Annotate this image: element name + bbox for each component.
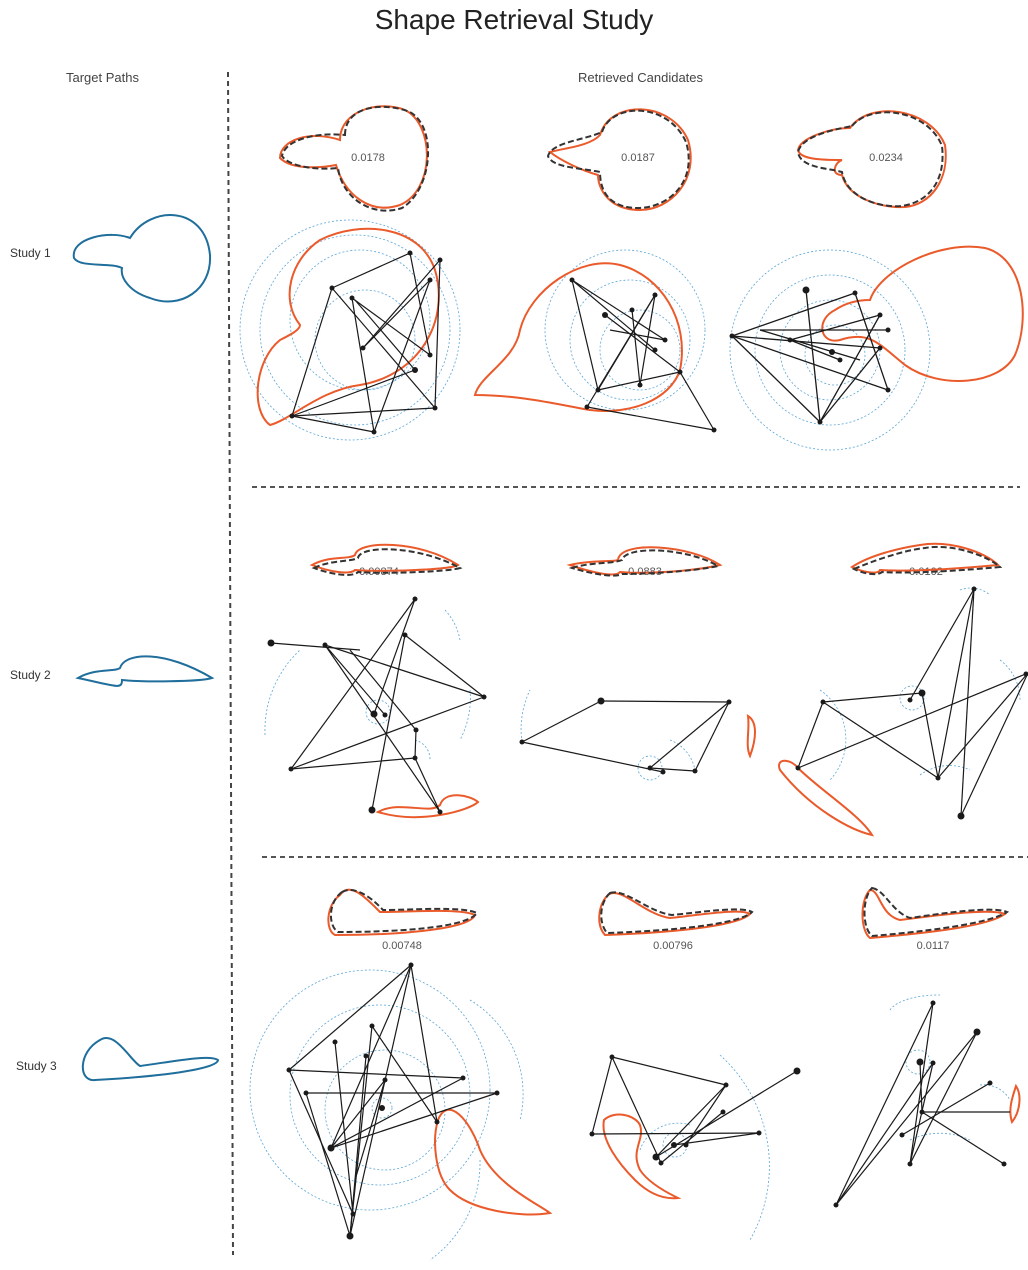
- score-s1-c2: 0.0187: [621, 152, 655, 164]
- target-path-study-1: [72, 214, 212, 303]
- s1-c1-linkage: [239, 219, 461, 441]
- s2-c3-thumbnail: [850, 542, 1003, 576]
- study-1-label: Study 1: [10, 246, 51, 260]
- page-title: Shape Retrieval Study: [374, 4, 654, 35]
- s3-c3-linkage: [833, 994, 1021, 1208]
- s3-c1-linkage: [249, 962, 553, 1261]
- s2-c1-thumbnail: [309, 543, 463, 576]
- score-s3-c2: 0.00796: [653, 940, 693, 952]
- retrieved-candidates-header: Retrieved Candidates: [578, 70, 704, 85]
- s3-c1-thumbnail: [327, 888, 479, 937]
- s1-c3-linkage: [729, 245, 1024, 451]
- score-s3-c1: 0.00748: [382, 940, 422, 952]
- s2-c1-linkage: [264, 596, 487, 819]
- score-s1-c1: 0.0178: [351, 152, 385, 164]
- s2-c3-linkage: [778, 586, 1028, 837]
- target-path-study-3: [81, 1037, 220, 1082]
- target-path-study-2: [75, 655, 215, 687]
- score-s1-c3: 0.0234: [869, 152, 903, 164]
- vertical-divider: [227, 71, 234, 1256]
- study-2-label: Study 2: [10, 668, 51, 682]
- study-3-label: Study 3: [16, 1059, 57, 1073]
- s2-c2-thumbnail: [566, 546, 723, 577]
- target-paths-header: Target Paths: [66, 70, 139, 85]
- s3-c2-linkage: [589, 1054, 801, 1241]
- score-s3-c3: 0.0117: [916, 940, 950, 952]
- s1-c2-thumbnail: [546, 108, 692, 212]
- s1-c3-thumbnail: [796, 110, 947, 209]
- s3-c2-thumbnail: [598, 891, 754, 937]
- s3-c3-thumbnail: [861, 886, 1010, 940]
- s1-c1-thumbnail: [278, 105, 430, 212]
- s2-c2-linkage: [519, 689, 756, 781]
- s1-c2-linkage: [473, 249, 717, 433]
